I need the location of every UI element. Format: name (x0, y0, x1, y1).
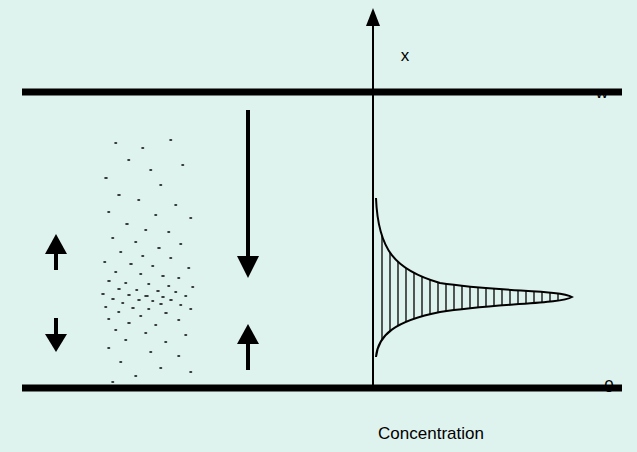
profile-hatching (382, 190, 558, 370)
axis-label: w (596, 83, 608, 103)
axis-label: Concentration (378, 424, 484, 444)
top-wall (22, 89, 622, 96)
x-axis (372, 22, 374, 390)
concentration-curve (376, 198, 572, 357)
axis-label: x (401, 46, 410, 66)
flux-arrows (45, 110, 259, 370)
particle-dots (102, 140, 194, 382)
axis-arrowhead (366, 8, 380, 26)
axis-label: 0 (604, 377, 613, 397)
bottom-wall (22, 385, 622, 392)
